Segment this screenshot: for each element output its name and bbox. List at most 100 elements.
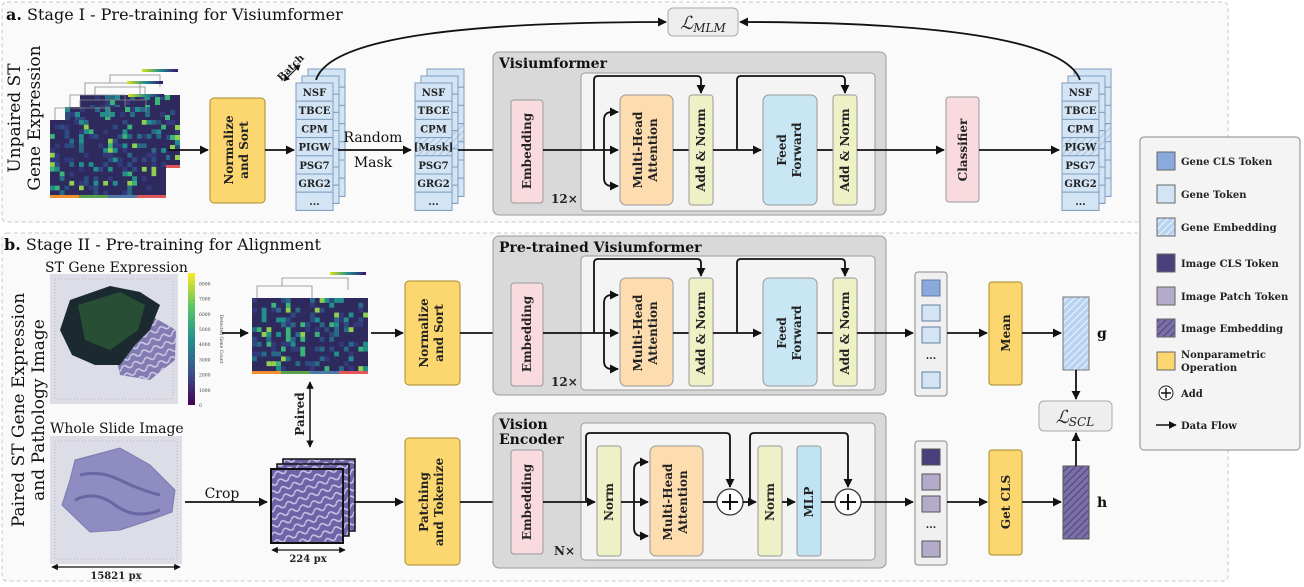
heatmap-cell (151, 143, 157, 149)
gene-token: TBCE (1061, 100, 1100, 120)
heatmap-cell (300, 366, 306, 371)
patch-stack (270, 458, 356, 544)
heatmap-cell (353, 322, 359, 328)
heatmap-cell (156, 190, 162, 195)
heatmap-cell (110, 95, 115, 100)
heatmap-cell (64, 124, 70, 130)
legend-item-image-cls: Image CLS Token (1156, 253, 1280, 273)
heatmap-cell (252, 366, 257, 371)
heatmap-cell (140, 112, 145, 117)
heatmap-cell (319, 341, 325, 347)
crop-label: Crop (205, 486, 240, 502)
heatmap-cell (54, 124, 60, 130)
gene-token: PSG7 (414, 155, 453, 175)
heatmap-cell (343, 346, 349, 352)
heatmap-cell (103, 152, 108, 158)
gene-token: PIGW (1061, 137, 1100, 157)
heatmap-cell (165, 115, 170, 120)
mlm-prediction-arrow (739, 17, 1081, 81)
heatmap-cell (319, 322, 325, 328)
heatmap-cell (83, 176, 89, 181)
legend-item-image-patch: Image Patch Token (1156, 286, 1289, 306)
embedding-box: Embedding (510, 282, 544, 387)
heatmap-cell (353, 327, 359, 333)
heatmap-cell (140, 107, 145, 112)
repeat-label: N× (554, 544, 575, 558)
heatmap-cell (54, 162, 60, 167)
heatmap-cell (110, 117, 115, 122)
svg-text:Add & Norm: Add & Norm (694, 108, 708, 193)
heatmap-cell (348, 327, 354, 333)
heatmap-cell (353, 346, 359, 352)
heatmap-cell (54, 157, 60, 163)
heatmap-cell (112, 157, 118, 163)
gene-token: NSF (295, 82, 334, 102)
heatmap-cell (271, 341, 277, 347)
heatmap-cell (329, 327, 335, 333)
heatmap-cell (83, 120, 89, 125)
svg-text:Get CLS: Get CLS (999, 475, 1013, 529)
heatmap-cell (300, 351, 306, 357)
heatmap-cell (141, 148, 147, 153)
heatmap-cell (281, 366, 286, 371)
heatmap-cell (266, 327, 272, 333)
heatmap-cell (343, 317, 349, 323)
heatmap-cell (252, 327, 257, 333)
repeat-label: 12× (551, 375, 578, 389)
heatmap-cell (276, 346, 281, 352)
heatmap-cell (329, 332, 335, 337)
random-mask-label: Random (344, 130, 403, 146)
heatmap-cell (64, 166, 70, 172)
heatmap-cell (324, 298, 330, 303)
heatmap-cell (122, 129, 128, 135)
heatmap-cell (140, 117, 145, 122)
heatmap-cell (305, 317, 310, 323)
heatmap-cell (310, 298, 315, 303)
wsi-size-label: 15821 px (90, 571, 142, 582)
heatmap-cell (170, 135, 175, 140)
masked-token-stack: NSFTBCECPM[Mask]PSG7GRG2... (414, 68, 465, 211)
heatmap-cell (334, 336, 339, 342)
heatmap-cell (151, 134, 157, 139)
heatmap-cell (290, 302, 296, 308)
heatmap-cell (69, 138, 75, 144)
heatmap-cell (290, 307, 296, 313)
heatmap-cell (59, 176, 65, 181)
heatmap-cell (64, 190, 70, 195)
heatmap-cell (132, 138, 137, 144)
heatmap-cell (310, 312, 315, 318)
heatmap-cell (95, 95, 100, 100)
heatmap-cell (79, 148, 84, 153)
heatmap-cell (261, 336, 267, 342)
heatmap-cell (156, 138, 162, 144)
heatmap-cell (339, 356, 344, 362)
heatmap-cell (130, 112, 135, 117)
colorbar-tick: 6000 (199, 312, 211, 318)
heatmap-cell (74, 124, 79, 130)
heatmap-cell (348, 312, 354, 318)
heatmap-cell (108, 148, 113, 153)
heatmap-cell (88, 134, 94, 139)
legend-item-add: Add (1158, 385, 1203, 401)
heatmap-cell (319, 361, 325, 367)
svg-text:GRG2: GRG2 (298, 179, 330, 190)
heatmap-cell (112, 171, 118, 177)
colorbar-tick: 3000 (199, 357, 211, 363)
heatmap-cell (266, 302, 272, 308)
heatmap-cell (295, 361, 301, 367)
heatmap-cell (170, 110, 175, 115)
legend-swatch (1156, 217, 1176, 237)
heatmap-cell (69, 180, 75, 186)
heatmap-cell (358, 307, 364, 313)
svg-text:Normalize: Normalize (417, 298, 431, 368)
heatmap-cell (98, 143, 104, 149)
heatmap-cell (276, 356, 281, 362)
heatmap-cell (127, 171, 133, 177)
heatmap-cell (112, 166, 118, 172)
legend-swatch (1156, 184, 1176, 204)
heatmap-cell (127, 148, 133, 153)
heatmap-cell (290, 336, 296, 342)
heatmap-cell (69, 124, 75, 130)
